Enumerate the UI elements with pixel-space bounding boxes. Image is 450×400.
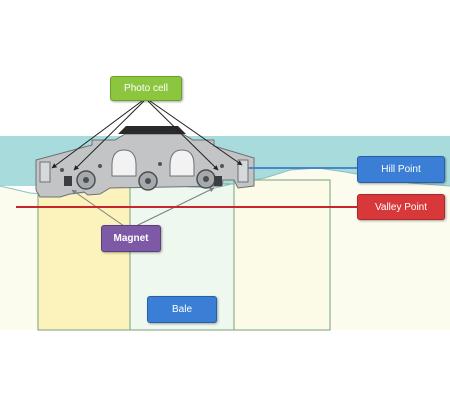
bale-section-left bbox=[37, 185, 131, 331]
bale-section-right bbox=[233, 179, 331, 331]
photo-cell-arrow-right-inner bbox=[147, 100, 219, 171]
photo-cell-arrow-left-inner bbox=[73, 100, 145, 171]
bale-label: Bale bbox=[147, 296, 217, 323]
photo-cell-arrow-left bbox=[51, 100, 143, 169]
magnet-label: Magnet bbox=[101, 225, 161, 252]
valley-point-label: Valley Point bbox=[357, 194, 445, 220]
photo-cell-label: Photo cell bbox=[110, 76, 182, 101]
photo-cell-arrow-right bbox=[149, 100, 243, 166]
hill-point-label: Hill Point bbox=[357, 156, 445, 183]
sensor-chassis bbox=[35, 126, 255, 198]
